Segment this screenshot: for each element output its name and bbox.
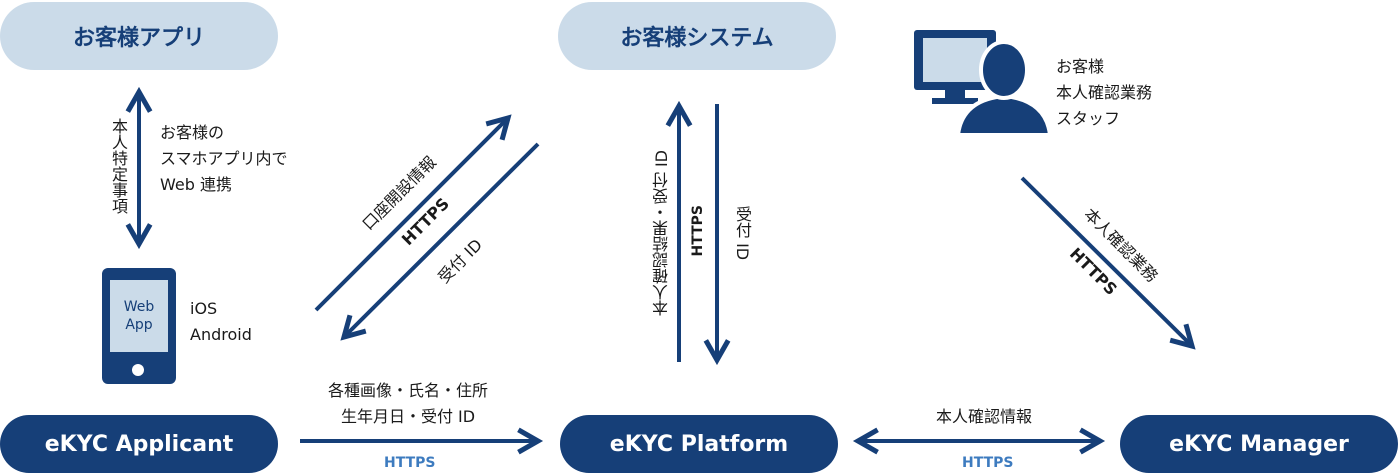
platform-down-label: 受付 ID <box>733 206 752 261</box>
platform-up-label: 本人確認結果・受付 ID <box>652 150 671 317</box>
staff-line2: 本人確認業務 <box>1056 83 1153 102</box>
customer-app-label: お客様アプリ <box>72 26 205 51</box>
staff-text: お客様 本人確認業務 スタッフ <box>1056 54 1152 132</box>
staff-line1: お客様 <box>1056 57 1105 76</box>
app-note-line1: お客様の <box>160 123 225 142</box>
bottom-left-https: HTTPS <box>384 455 436 471</box>
applicant-node: eKYC Applicant <box>0 415 278 473</box>
phone-os-text: iOS Android <box>190 296 252 348</box>
monitor-icon <box>914 30 996 104</box>
person-icon <box>955 40 1053 137</box>
app-note-line3: Web 連携 <box>160 175 232 194</box>
manager-label: eKYC Manager <box>1169 431 1349 457</box>
bottom-left-label: 各種画像・氏名・住所 生年月日・受付 ID <box>328 378 488 430</box>
staff-line3: スタッフ <box>1056 109 1121 128</box>
applicant-label: eKYC Applicant <box>44 431 234 457</box>
customer-system-label: お客様システム <box>620 26 774 51</box>
bottom-left-line2: 生年月日・受付 ID <box>340 407 476 426</box>
phone-screen: Web App <box>110 280 168 352</box>
customer-system-node: お客様システム <box>558 2 836 70</box>
manager-node: eKYC Manager <box>1120 415 1398 473</box>
arrow-staff-to-manager <box>1020 176 1196 350</box>
platform-node: eKYC Platform <box>560 415 838 473</box>
bottom-right-label: 本人確認情報 <box>936 407 1033 426</box>
app-note: お客様の スマホアプリ内で Web 連携 <box>160 120 288 198</box>
platform-https: HTTPS <box>690 205 706 257</box>
bottom-right-https: HTTPS <box>962 455 1014 471</box>
phone-screen-line2: App <box>125 317 153 333</box>
phone-home-button <box>132 364 144 376</box>
customer-app-node: お客様アプリ <box>0 2 278 70</box>
phone-screen-line1: Web <box>123 299 155 315</box>
phone-os-line2: Android <box>190 325 252 344</box>
app-note-line2: スマホアプリ内で <box>160 149 288 168</box>
app-applicant-label: 本人特定事項 <box>109 118 128 214</box>
arrow-system-to-applicant <box>340 142 540 341</box>
phone-os-line1: iOS <box>190 299 218 318</box>
platform-label: eKYC Platform <box>609 431 789 457</box>
smartphone-icon: Web App <box>102 268 176 384</box>
bottom-left-line1: 各種画像・氏名・住所 <box>328 381 489 400</box>
arrow-applicant-to-system <box>314 114 512 312</box>
